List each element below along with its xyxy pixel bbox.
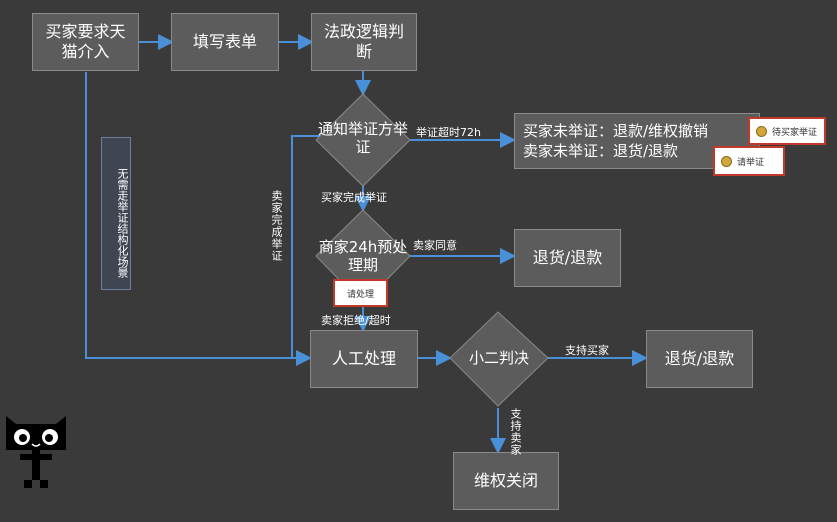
arrow-seller-done-path — [291, 135, 333, 358]
edge-seller-done-label: 卖家完成举证 — [270, 190, 283, 262]
edge-buyer-done-label: 买家完成举证 — [321, 191, 387, 204]
close-box: 维权关闭 — [453, 452, 559, 510]
refund-label-2: 退货/退款 — [664, 349, 735, 368]
please-proof-badge[interactable]: 请举证 — [713, 146, 785, 176]
please-handle-badge[interactable]: 请处理 — [333, 279, 388, 307]
manual-label: 人工处理 — [331, 349, 396, 368]
tmall-cat-logo — [6, 416, 66, 488]
wait-buyer-badge[interactable]: 待买家举证 — [748, 117, 826, 145]
manual-box: 人工处理 — [310, 330, 418, 388]
notify-label: 通知举证方举证 — [317, 120, 408, 156]
refund-box-2: 退货/退款 — [646, 330, 753, 388]
fill-form-label: 填写表单 — [192, 32, 257, 51]
coin-icon — [756, 125, 767, 137]
coin-icon — [721, 155, 732, 167]
please-proof-badge-label: 请举证 — [737, 157, 765, 168]
refund-box-1: 退货/退款 — [514, 229, 621, 287]
close-label: 维权关闭 — [473, 471, 538, 490]
edge-seller-agree-label: 卖家同意 — [413, 239, 457, 252]
please-handle-badge-label: 请处理 — [346, 289, 374, 300]
notify-diamond — [315, 93, 411, 187]
edge-support-buyer-label: 支持买家 — [565, 344, 609, 357]
buyer-request-box: 买家要求天猫介入 — [32, 13, 139, 71]
edge-timeout-label: 举证超时72h — [416, 126, 481, 139]
buyer-request-label: 买家要求天猫介入 — [45, 22, 126, 61]
edge-support-seller-label: 支持卖家 — [509, 408, 522, 456]
merchant-pre-label: 商家24h预处理期 — [318, 238, 408, 274]
xiaoer-diamond — [449, 311, 549, 407]
logic-judge-box: 法政逻辑判断 — [311, 13, 417, 71]
wait-buyer-badge-label: 待买家举证 — [772, 127, 818, 138]
logic-judge-label: 法政逻辑判断 — [323, 22, 404, 61]
no-proof-result-label: 买家未举证：退款/维权撤销 卖家未举证：退货/退款 — [523, 122, 709, 160]
arrow-buyer-to-manual — [85, 72, 312, 366]
side-note-box: 无需走举证结构化场景 — [101, 137, 131, 290]
refund-label-1: 退货/退款 — [532, 248, 603, 267]
side-note-label: 无需走举证结构化场景 — [116, 167, 129, 278]
edge-seller-reject-label: 卖家拒绝/超时 — [321, 314, 391, 327]
fill-form-box: 填写表单 — [171, 13, 279, 71]
xiaoer-label: 小二判决 — [468, 349, 529, 367]
